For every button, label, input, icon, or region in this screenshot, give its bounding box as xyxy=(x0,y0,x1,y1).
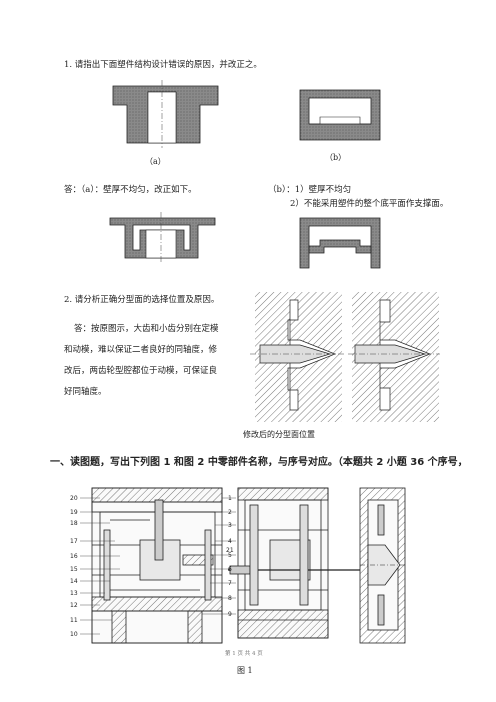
label-a: （a） xyxy=(145,157,166,166)
q1-question: 1. 请指出下面塑件结构设计错误的原因，并改正之。 xyxy=(64,60,262,70)
fig1-left-num-17: 17 xyxy=(70,538,78,545)
answer-a: 答：（a）：壁厚不均匀，改正如下。 xyxy=(64,185,197,195)
fig1-left-num-12: 12 xyxy=(70,602,78,609)
fig1-right-num-6: 6 xyxy=(228,566,232,573)
section-1-title: 一、读图题，写出下列图 1 和图 2 中零部件名称，与序号对应。（本题共 2 小… xyxy=(50,457,468,468)
fig1-left-num-15: 15 xyxy=(70,566,78,573)
fig1-left-num-18: 18 xyxy=(70,520,78,527)
fig1-right-num-5: 5 xyxy=(228,552,232,559)
fig1-right-num-3: 3 xyxy=(228,522,232,529)
q2-answer-line-1: 答：按原图示，大齿和小齿分别在定模 xyxy=(74,324,219,334)
fig1-left-num-19: 19 xyxy=(70,509,78,516)
fig1-left-num-14: 14 xyxy=(70,578,78,585)
fig1-left-num-20: 20 xyxy=(70,495,78,502)
page-footer: 第 1 页 共 4 页 xyxy=(225,651,263,657)
fig1-left-num-13: 13 xyxy=(70,590,78,597)
fig1-right-num-1: 1 xyxy=(228,495,232,502)
q2-caption: 修改后的分型面位置 xyxy=(243,430,315,439)
q2-answer-line-4: 好同轴度。 xyxy=(64,387,107,397)
fig1-right-num-8: 8 xyxy=(228,595,232,602)
fig1-right-num-7: 7 xyxy=(228,580,232,587)
fig1-right-num-4: 4 xyxy=(228,538,232,545)
label-b: （b） xyxy=(325,153,347,162)
answer-b1: （b）：1）壁厚不均匀 xyxy=(268,185,352,195)
q2-question: 2. 请分析正确分型面的选择位置及原因。 xyxy=(64,295,220,305)
figure-1-caption: 图 1 xyxy=(237,666,253,675)
q2-answer-line-2: 和动模，难以保证二者良好的同轴度，修 xyxy=(64,345,218,355)
answer-b2: 2）不能采用塑件的整个底平面作支撑面。 xyxy=(290,199,449,209)
fig1-mid-num-21: 21 xyxy=(226,547,234,554)
q2-answer-line-3: 改后，两齿轮型腔都位于动模，可保证良 xyxy=(64,366,218,376)
fig1-right-num-2: 2 xyxy=(228,509,232,516)
fig1-left-num-16: 16 xyxy=(70,553,78,560)
fig1-left-num-11: 11 xyxy=(70,617,78,624)
fig1-right-num-9: 9 xyxy=(228,611,232,618)
fig1-left-num-10: 10 xyxy=(70,631,78,638)
